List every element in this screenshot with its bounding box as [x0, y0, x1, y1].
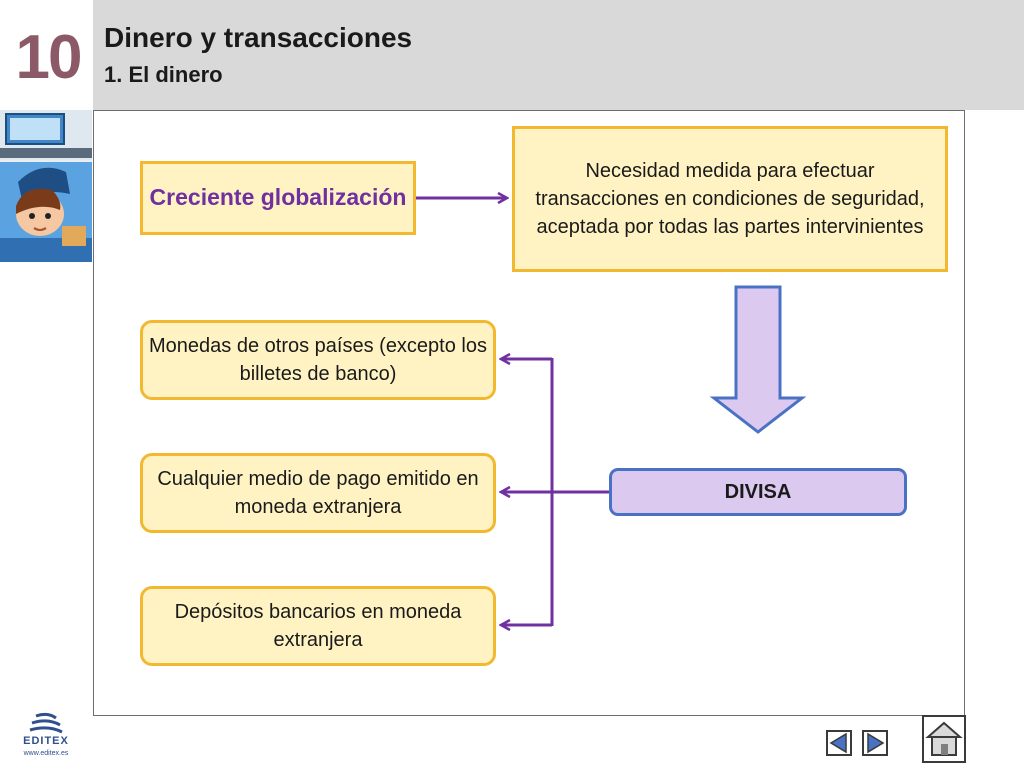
triangle-left-icon	[826, 730, 852, 756]
branch-box-medio-pago: Cualquier medio de pago emitido en moned…	[140, 453, 496, 533]
logo-url: www.editex.es	[23, 750, 69, 757]
character-illustration-icon	[0, 110, 92, 262]
chapter-number: 10	[15, 23, 83, 92]
sidebar-illustration	[0, 110, 92, 262]
definition-box: Necesidad medida para efectuar transacci…	[512, 126, 948, 272]
divisa-box: DIVISA	[609, 468, 907, 516]
source-box: Creciente globalización	[140, 161, 416, 235]
branch-box-monedas: Monedas de otros países (excepto los bil…	[140, 320, 496, 400]
page-subtitle: 1. El dinero	[104, 62, 223, 87]
next-slide-button[interactable]	[862, 730, 888, 756]
page-title: Dinero y transacciones	[104, 22, 413, 53]
previous-slide-button[interactable]	[826, 730, 852, 756]
home-icon	[922, 715, 966, 763]
triangle-right-icon	[862, 730, 888, 756]
logo-text: EDITEX	[23, 735, 69, 747]
header-band	[93, 0, 1024, 110]
branch-box-depositos: Depósitos bancarios en moneda extranjera	[140, 586, 496, 666]
home-button[interactable]	[922, 715, 966, 763]
editex-logo-icon	[29, 712, 63, 734]
